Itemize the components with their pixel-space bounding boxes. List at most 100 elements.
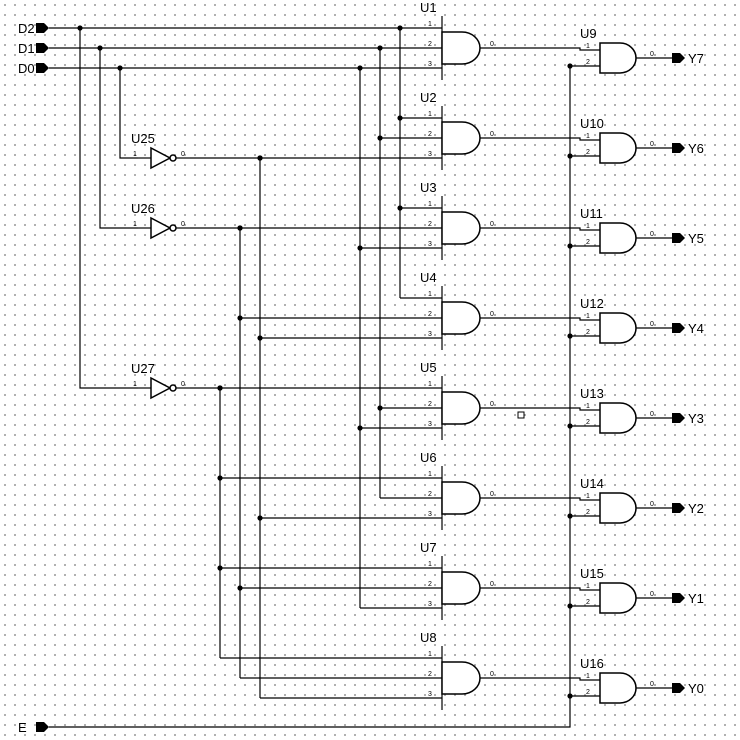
- wire: [480, 497, 600, 501]
- pin-number: 0: [650, 591, 654, 598]
- input-port-d1[interactable]: [36, 43, 49, 53]
- pin-number: 0: [490, 581, 494, 588]
- pin-number: 2: [428, 41, 432, 48]
- input-label-d2: D2: [18, 21, 35, 36]
- pin-number: 0: [490, 41, 494, 48]
- input-port-e[interactable]: [36, 722, 49, 732]
- junction-dot: [257, 335, 263, 341]
- output-label-y2: Y2: [688, 501, 704, 516]
- junction-dot: [257, 515, 263, 521]
- pin-number: 2: [586, 599, 590, 606]
- output-label-y4: Y4: [688, 321, 704, 336]
- output-label-y3: Y3: [688, 411, 704, 426]
- wire: [480, 227, 600, 231]
- and-gate-u11[interactable]: [599, 222, 637, 254]
- output-port-y6[interactable]: [672, 143, 685, 153]
- and-gate-u15[interactable]: [599, 582, 637, 614]
- probe-marker[interactable]: [517, 411, 525, 419]
- pin-number: 2: [586, 509, 590, 516]
- output-port-y0[interactable]: [672, 683, 685, 693]
- and-gate-u4[interactable]: [441, 301, 481, 335]
- pin-number: 0: [490, 311, 494, 318]
- pin-number: 1: [586, 133, 590, 140]
- and-gate-u5[interactable]: [441, 391, 481, 425]
- pin-number: 0: [490, 671, 494, 678]
- and-gate-u12[interactable]: [599, 312, 637, 344]
- gate-label-u5: U5: [420, 360, 437, 375]
- and-gate-u8[interactable]: [441, 661, 481, 695]
- output-port-y4[interactable]: [672, 323, 685, 333]
- output-label-y0: Y0: [688, 681, 704, 696]
- and-gate-u10[interactable]: [599, 132, 637, 164]
- pin-number: 3: [428, 331, 432, 338]
- wire: [480, 587, 600, 591]
- pin-number: 0: [181, 151, 185, 158]
- wire: [480, 407, 600, 411]
- gate-label-u2: U2: [420, 90, 437, 105]
- wire: [79, 28, 138, 389]
- pin-number: 2: [586, 59, 590, 66]
- gate-label-u7: U7: [420, 540, 437, 555]
- output-port-y7[interactable]: [672, 53, 685, 63]
- junction-dot: [237, 585, 243, 591]
- pin-number: 0: [650, 141, 654, 148]
- output-port-y3[interactable]: [672, 413, 685, 423]
- pin-number: 0: [650, 51, 654, 58]
- and-gate-u9[interactable]: [599, 42, 637, 74]
- junction-dot: [567, 243, 573, 249]
- output-label-y7: Y7: [688, 51, 704, 66]
- junction-dot: [217, 475, 223, 481]
- input-port-d0[interactable]: [36, 63, 49, 73]
- pin-number: 1: [428, 471, 432, 478]
- and-gate-u3[interactable]: [441, 211, 481, 245]
- pin-number: 3: [428, 691, 432, 698]
- pin-number: 2: [586, 689, 590, 696]
- pin-number: 3: [428, 601, 432, 608]
- pin-number: 0: [490, 131, 494, 138]
- inverter-u25[interactable]: [150, 146, 172, 170]
- pin-number: 1: [133, 381, 137, 388]
- output-port-y5[interactable]: [672, 233, 685, 243]
- pin-number: 0: [650, 681, 654, 688]
- and-gate-u2[interactable]: [441, 121, 481, 155]
- and-gate-u13[interactable]: [599, 402, 637, 434]
- junction-dot: [567, 153, 573, 159]
- pin-number: 1: [133, 151, 137, 158]
- and-gate-u16[interactable]: [599, 672, 637, 704]
- pin-number: 0: [490, 401, 494, 408]
- pin-number: 0: [650, 411, 654, 418]
- pin-number: 2: [586, 149, 590, 156]
- pin-number: 2: [428, 311, 432, 318]
- inverter-u27[interactable]: [150, 376, 172, 400]
- output-port-y2[interactable]: [672, 503, 685, 513]
- pin-number: 1: [586, 673, 590, 680]
- pin-number: 1: [428, 291, 432, 298]
- pin-number: 2: [428, 491, 432, 498]
- and-gate-u14[interactable]: [599, 492, 637, 524]
- and-gate-u6[interactable]: [441, 481, 481, 515]
- inverter-label-u25: U25: [131, 131, 155, 146]
- inverter-bubble: [169, 154, 177, 162]
- gate-label-u11: U11: [580, 206, 603, 221]
- output-port-y1[interactable]: [672, 593, 685, 603]
- pin-number: 2: [586, 239, 590, 246]
- gate-label-u8: U8: [420, 630, 437, 645]
- wire: [49, 68, 571, 728]
- junction-dot: [377, 405, 383, 411]
- pin-number: 1: [586, 403, 590, 410]
- and-gate-u1[interactable]: [441, 31, 481, 65]
- gate-label-u3: U3: [420, 180, 437, 195]
- pin-number: 1: [428, 21, 432, 28]
- pin-number: 1: [586, 313, 590, 320]
- pin-number: 1: [586, 223, 590, 230]
- junction-dot: [257, 155, 263, 161]
- input-port-d2[interactable]: [36, 23, 49, 33]
- inverter-u26[interactable]: [150, 216, 172, 240]
- and-gate-u7[interactable]: [441, 571, 481, 605]
- pin-number: 3: [428, 421, 432, 428]
- pin-number: 1: [428, 651, 432, 658]
- junction-dot: [567, 603, 573, 609]
- gate-label-u12: U12: [580, 296, 604, 311]
